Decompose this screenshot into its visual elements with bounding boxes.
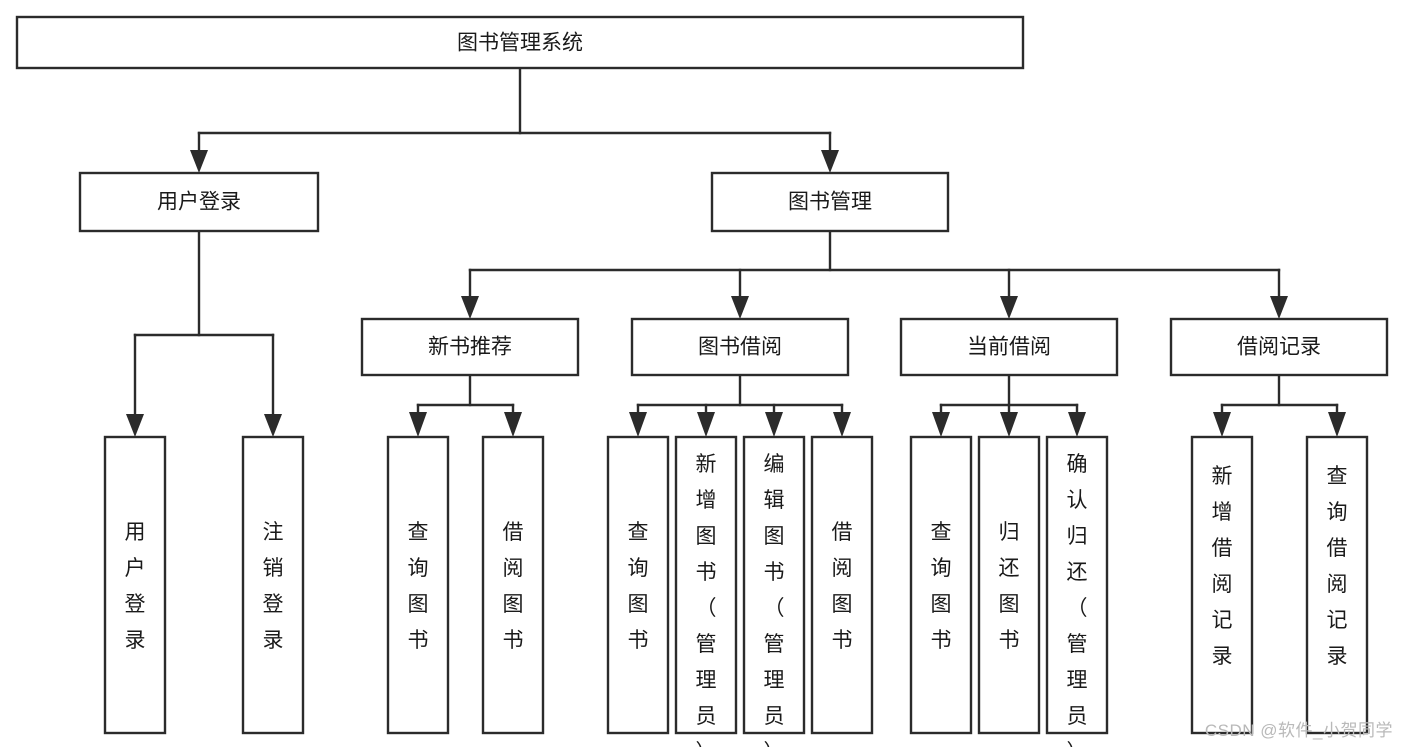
node-current-borrow-box[interactable] — [899, 317, 1119, 377]
arrow-borrow-record-leaf-1 — [1213, 412, 1231, 437]
node-leaf-new-book-1-label: 查询图书 — [408, 521, 429, 652]
arrow-new-book-leaf-1 — [409, 412, 427, 437]
node-user-login-box[interactable] — [78, 171, 320, 233]
node-current-borrow[interactable]: 当前借阅 — [899, 317, 1119, 377]
arrow-book-mgmt-child-4 — [1270, 296, 1288, 319]
node-borrow-record-box[interactable] — [1169, 317, 1389, 377]
node-root[interactable]: 图书管理系统 — [15, 15, 1025, 70]
arrow-user-login-leaf-1 — [126, 414, 144, 437]
node-leaf-new-book-2-label: 借阅图书 — [503, 521, 524, 652]
arrow-current-borrow-leaf-1 — [932, 412, 950, 437]
node-leaf-book-borrow-1-box[interactable] — [606, 435, 670, 735]
node-leaf-book-borrow-4[interactable]: 借阅图书 — [810, 435, 874, 735]
edges-layer — [126, 66, 1346, 437]
node-leaf-user-login-1[interactable]: 用户登录 — [103, 435, 167, 735]
node-root-box[interactable] — [15, 15, 1025, 70]
arrow-root-to-user-login — [190, 150, 208, 173]
node-book-borrow-box[interactable] — [630, 317, 850, 377]
node-leaf-new-book-1[interactable]: 查询图书 — [386, 435, 450, 735]
node-leaf-current-borrow-1[interactable]: 查询图书 — [909, 435, 973, 735]
node-leaf-borrow-record-1-box[interactable] — [1190, 435, 1254, 735]
node-leaf-current-borrow-3[interactable]: 确认归还（管理员） — [1045, 435, 1109, 747]
node-leaf-book-borrow-4-label: 借阅图书 — [832, 521, 853, 652]
node-leaf-book-borrow-2[interactable]: 新增图书（管理员） — [674, 435, 738, 747]
node-leaf-borrow-record-2[interactable]: 查询借阅记录 — [1305, 435, 1369, 735]
node-leaf-borrow-record-1[interactable]: 新增借阅记录 — [1190, 435, 1254, 735]
node-leaf-current-borrow-1-label: 查询图书 — [931, 521, 952, 652]
node-book-borrow-label: 图书借阅 — [698, 336, 782, 359]
arrow-book-borrow-leaf-1 — [629, 412, 647, 437]
node-current-borrow-label: 当前借阅 — [967, 336, 1051, 359]
node-leaf-current-borrow-2-box[interactable] — [977, 435, 1041, 735]
arrow-book-borrow-leaf-3 — [765, 412, 783, 437]
node-leaf-user-login-2[interactable]: 注销登录 — [241, 435, 305, 735]
node-leaf-borrow-record-2-label: 查询借阅记录 — [1327, 465, 1348, 668]
node-new-book-recommend[interactable]: 新书推荐 — [360, 317, 580, 377]
node-leaf-book-borrow-3-box[interactable] — [742, 435, 806, 735]
arrow-current-borrow-leaf-3 — [1068, 412, 1086, 437]
node-leaf-current-borrow-2[interactable]: 归还图书 — [977, 435, 1041, 735]
arrow-borrow-record-leaf-2 — [1328, 412, 1346, 437]
node-leaf-current-borrow-3-label: 确认归还（管理员） — [1067, 453, 1088, 747]
arrow-user-login-leaf-2 — [264, 414, 282, 437]
arrow-current-borrow-leaf-2 — [1000, 412, 1018, 437]
arrow-book-borrow-leaf-2 — [697, 412, 715, 437]
arrow-root-to-book-mgmt — [821, 150, 839, 173]
node-leaf-new-book-1-box[interactable] — [386, 435, 450, 735]
node-user-login[interactable]: 用户登录 — [78, 171, 320, 233]
arrow-book-mgmt-child-3 — [1000, 296, 1018, 319]
node-leaf-new-book-2[interactable]: 借阅图书 — [481, 435, 545, 735]
node-leaf-current-borrow-2-label: 归还图书 — [999, 521, 1020, 652]
node-borrow-record[interactable]: 借阅记录 — [1169, 317, 1389, 377]
nodes-layer: 图书管理系统 用户登录 图书管理 新书推荐 图书借阅 当前 — [15, 15, 1389, 747]
node-leaf-user-login-1-box[interactable] — [103, 435, 167, 735]
node-user-login-label: 用户登录 — [157, 191, 241, 214]
node-book-management-label: 图书管理 — [788, 191, 872, 214]
node-leaf-borrow-record-2-box[interactable] — [1305, 435, 1369, 735]
node-leaf-current-borrow-1-box[interactable] — [909, 435, 973, 735]
node-leaf-current-borrow-3-box[interactable] — [1045, 435, 1109, 735]
node-leaf-book-borrow-2-box[interactable] — [674, 435, 738, 735]
arrow-book-borrow-leaf-4 — [833, 412, 851, 437]
node-leaf-book-borrow-3[interactable]: 编辑图书（管理员） — [742, 435, 806, 747]
node-book-management[interactable]: 图书管理 — [710, 171, 950, 233]
arrow-new-book-leaf-2 — [504, 412, 522, 437]
arrow-book-mgmt-child-2 — [731, 296, 749, 319]
node-root-label: 图书管理系统 — [457, 32, 583, 55]
node-leaf-book-borrow-1[interactable]: 查询图书 — [606, 435, 670, 735]
node-leaf-borrow-record-1-label: 新增借阅记录 — [1212, 465, 1233, 668]
arrow-book-mgmt-child-1 — [461, 296, 479, 319]
node-new-book-recommend-label: 新书推荐 — [428, 336, 512, 359]
node-leaf-new-book-2-box[interactable] — [481, 435, 545, 735]
node-leaf-book-borrow-4-box[interactable] — [810, 435, 874, 735]
node-book-borrow[interactable]: 图书借阅 — [630, 317, 850, 377]
node-leaf-book-borrow-3-label: 编辑图书（管理员） — [764, 453, 785, 747]
node-borrow-record-label: 借阅记录 — [1237, 336, 1321, 359]
node-leaf-user-login-2-box[interactable] — [241, 435, 305, 735]
node-book-management-box[interactable] — [710, 171, 950, 233]
node-leaf-book-borrow-1-label: 查询图书 — [628, 521, 649, 652]
csdn-watermark: CSDN @软件_小贺同学 — [1204, 721, 1393, 740]
node-new-book-recommend-box[interactable] — [360, 317, 580, 377]
node-leaf-user-login-1-label: 用户登录 — [125, 521, 146, 652]
node-leaf-book-borrow-2-label: 新增图书（管理员） — [696, 453, 717, 747]
node-leaf-user-login-2-label: 注销登录 — [263, 521, 284, 652]
